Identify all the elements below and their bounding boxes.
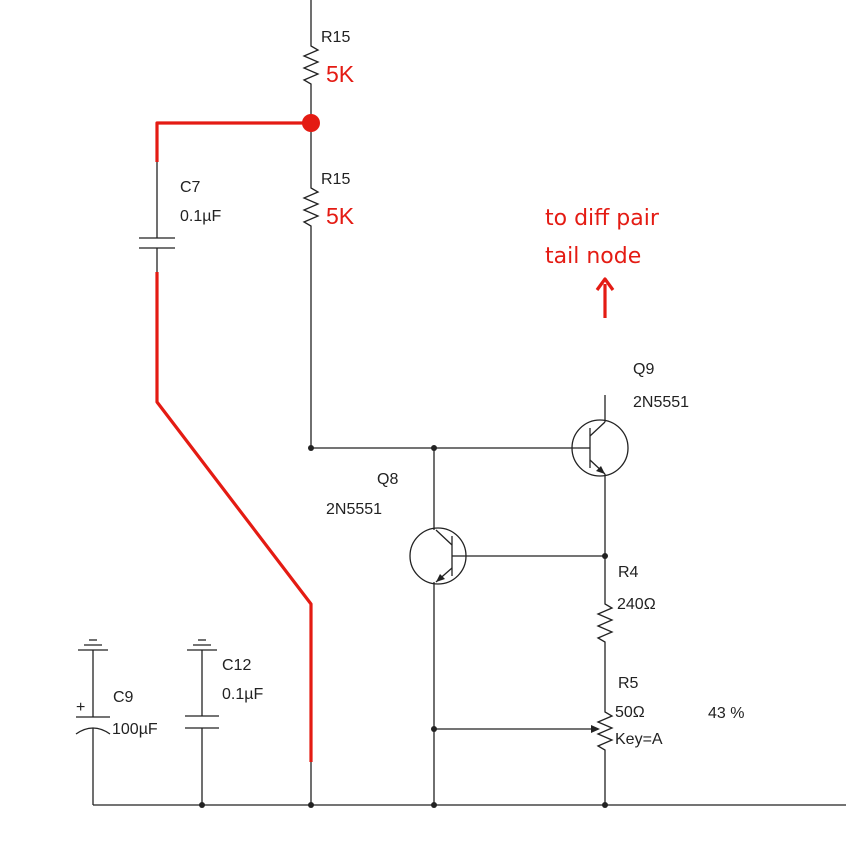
c9-polarity: + <box>76 699 85 716</box>
r5-key: Key=A <box>615 731 663 748</box>
c12-ref: C12 <box>222 657 251 674</box>
c7-ref: C7 <box>180 179 201 196</box>
junction-dot <box>602 553 608 559</box>
c7-capacitor <box>139 160 175 272</box>
q9-part: 2N5551 <box>633 394 689 411</box>
r15-bottom-resistor <box>302 182 320 230</box>
c12-value: 0.1µF <box>222 686 263 703</box>
q9-ref: Q9 <box>633 361 654 378</box>
r15-top-resistor <box>302 40 320 88</box>
c9-capacitor <box>75 650 111 805</box>
r5-wiper-arrow <box>591 725 600 733</box>
r4-value: 240Ω <box>617 596 656 613</box>
q8-part: 2N5551 <box>326 501 382 518</box>
r5-ref: R5 <box>618 675 639 692</box>
annotation-line-2: tail node <box>545 244 641 269</box>
red-junction-dot <box>302 114 320 132</box>
c7-bottom-red-wire <box>155 272 313 762</box>
c9-value: 100µF <box>112 721 158 738</box>
q8-transistor <box>409 527 467 585</box>
junction-dot <box>602 802 608 808</box>
annotation-line-1: to diff pair <box>545 206 660 231</box>
junction-dot <box>431 802 437 808</box>
r5-potentiometer <box>596 706 614 805</box>
r5-setting: 43 % <box>708 705 744 722</box>
r4-resistor <box>596 598 614 652</box>
ground-symbol-icon <box>78 639 108 651</box>
ground-symbol-icon <box>187 639 217 651</box>
junction-dot <box>308 445 314 451</box>
r15-top-value: 5K <box>326 61 355 87</box>
to-tail-arrow-icon <box>595 277 615 318</box>
c7-top-red-wire <box>155 121 311 162</box>
r15-bottom-value: 5K <box>326 203 355 229</box>
c9-ref: C9 <box>113 689 134 706</box>
q9-transistor <box>571 419 629 477</box>
r15-bottom-ref: R15 <box>321 171 350 188</box>
r4-ref: R4 <box>618 564 639 581</box>
c7-value: 0.1µF <box>180 208 221 225</box>
r5-value: 50Ω <box>615 704 645 721</box>
q8-ref: Q8 <box>377 471 398 488</box>
c12-capacitor <box>185 650 219 805</box>
r15-top-ref: R15 <box>321 29 350 46</box>
